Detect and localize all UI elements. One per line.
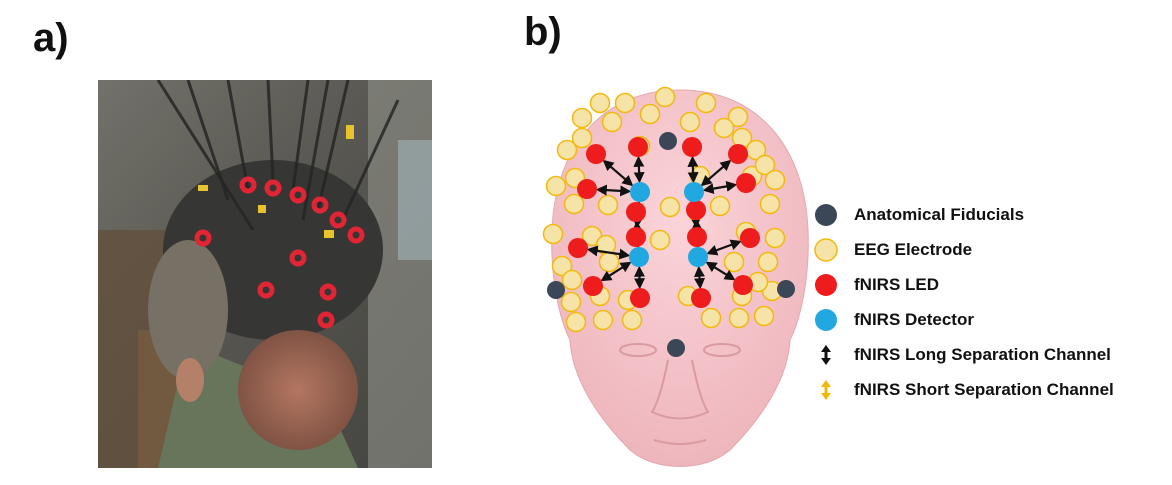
eeg-electrode <box>759 253 778 272</box>
fnirs-led <box>740 228 760 248</box>
fnirs-led <box>733 275 753 295</box>
legend-item-fiducial: Anatomical Fiducials <box>812 198 1167 233</box>
eeg-electrode <box>702 309 721 328</box>
legend-label-eeg: EEG Electrode <box>854 240 972 260</box>
fnirs-led <box>630 288 650 308</box>
eeg-electrode <box>562 293 581 312</box>
detector-icon <box>812 306 840 334</box>
fnirs-detector <box>630 182 650 202</box>
fnirs-led <box>728 144 748 164</box>
eeg-electrode <box>651 231 670 250</box>
eeg-electrode <box>591 94 610 113</box>
eeg-electrode <box>623 311 642 330</box>
eeg-electrode <box>616 94 635 113</box>
eeg-electrode <box>656 88 675 107</box>
eeg-electrode <box>755 307 774 326</box>
fnirs-led <box>682 137 702 157</box>
fnirs-led <box>691 288 711 308</box>
fnirs-led <box>577 179 597 199</box>
long-separation-channel <box>638 158 639 181</box>
legend-item-eeg: EEG Electrode <box>812 233 1167 268</box>
fnirs-detector <box>688 247 708 267</box>
eeg-electrode <box>567 313 586 332</box>
fnirs-led <box>583 276 603 296</box>
legend-label-led: fNIRS LED <box>854 275 939 295</box>
fnirs-detector <box>684 182 704 202</box>
legend-label-short-channel: fNIRS Short Separation Channel <box>854 380 1114 400</box>
anatomical-fiducial <box>659 132 677 150</box>
legend-item-led: fNIRS LED <box>812 268 1167 303</box>
long-separation-channel <box>692 158 693 181</box>
legend-label-detector: fNIRS Detector <box>854 310 974 330</box>
eeg-electrode <box>600 253 619 272</box>
legend-item-short-channel: fNIRS Short Separation Channel <box>812 373 1167 408</box>
panel-label-a: a) <box>33 16 69 61</box>
eeg-electrode <box>641 105 660 124</box>
participant-photo <box>98 80 432 468</box>
eeg-electrode-icon <box>812 236 840 264</box>
legend-item-detector: fNIRS Detector <box>812 303 1167 338</box>
eeg-electrode <box>558 141 577 160</box>
eeg-electrode <box>725 253 744 272</box>
eeg-electrode <box>544 225 563 244</box>
anatomical-fiducial <box>667 339 685 357</box>
eeg-electrode <box>711 197 730 216</box>
fnirs-led <box>687 227 707 247</box>
eeg-electrode <box>661 198 680 217</box>
fnirs-led <box>626 202 646 222</box>
legend-label-long-channel: fNIRS Long Separation Channel <box>854 345 1111 365</box>
eeg-electrode <box>715 119 734 138</box>
eeg-electrode <box>697 94 716 113</box>
eeg-electrode <box>730 309 749 328</box>
fnirs-led <box>568 238 588 258</box>
legend-label-fiducial: Anatomical Fiducials <box>854 205 1024 225</box>
fnirs-detector <box>629 247 649 267</box>
panel-label-b: b) <box>524 10 562 55</box>
led-icon <box>812 271 840 299</box>
fnirs-led <box>628 137 648 157</box>
eeg-electrode <box>547 177 566 196</box>
long-separation-channel <box>699 268 700 287</box>
eeg-electrode <box>599 196 618 215</box>
eeg-electrode <box>766 229 785 248</box>
fnirs-led <box>686 200 706 220</box>
fnirs-led <box>736 173 756 193</box>
fnirs-led <box>586 144 606 164</box>
eeg-electrode <box>573 109 592 128</box>
fnirs-led <box>626 227 646 247</box>
legend: Anatomical Fiducials EEG Electrode fNIRS… <box>812 198 1167 408</box>
eeg-electrode <box>563 271 582 290</box>
anatomical-fiducial <box>547 281 565 299</box>
montage-diagram <box>530 80 830 480</box>
eeg-electrode <box>565 195 584 214</box>
eeg-electrode <box>603 113 622 132</box>
eeg-electrode <box>594 311 613 330</box>
eeg-electrode <box>761 195 780 214</box>
yellow-double-arrow-icon <box>812 376 840 404</box>
black-double-arrow-icon <box>812 341 840 369</box>
eeg-electrode <box>766 171 785 190</box>
anatomical-fiducial <box>777 280 795 298</box>
eeg-electrode <box>681 113 700 132</box>
legend-item-long-channel: fNIRS Long Separation Channel <box>812 338 1167 373</box>
fiducial-icon <box>812 201 840 229</box>
